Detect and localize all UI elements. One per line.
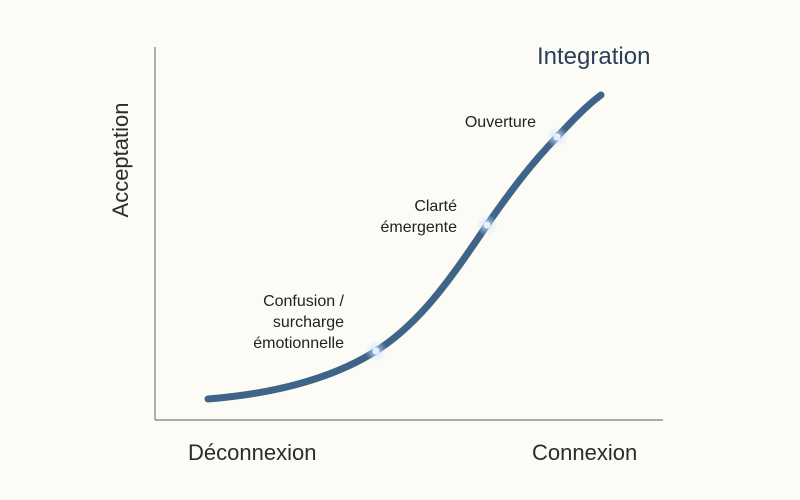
stage-dot-confusion (365, 340, 387, 362)
stage-label-ouverture: Ouverture (464, 114, 536, 131)
y-axis-label: Acceptation (108, 102, 133, 218)
stage-label-confusion: Confusion / surcharge émotionnelle (253, 293, 344, 352)
diagram-title: Integration (537, 43, 651, 70)
stage-dot-ouverture (546, 126, 568, 148)
x-axis-label-right: Connexion (532, 440, 638, 465)
stage-dot-clarte (476, 214, 498, 236)
stage-label-clarte: Clarté émergente (380, 198, 458, 236)
x-axis-label-left: Déconnexion (188, 440, 317, 465)
